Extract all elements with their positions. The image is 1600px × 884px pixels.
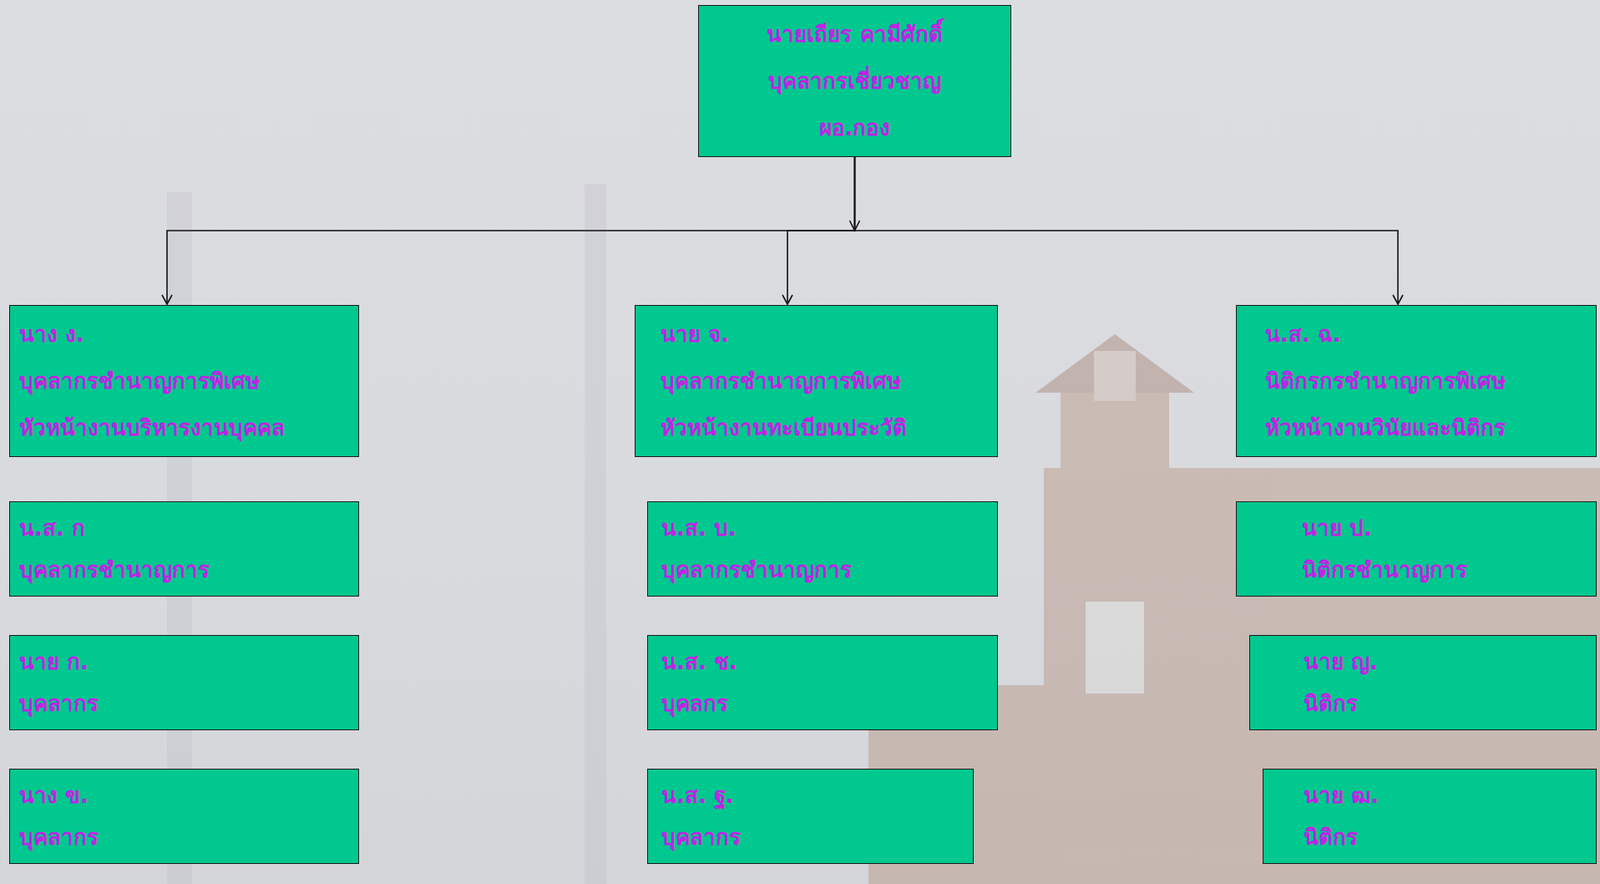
- person-name: นาง ข.: [19, 774, 89, 816]
- person-name: น.ส. ก: [19, 506, 86, 549]
- staff-box: นาง ข.บุคลากร: [9, 768, 360, 864]
- person-name: นาย ป.: [1301, 506, 1373, 549]
- position-title: นิติกร: [1303, 682, 1358, 725]
- org-connector: [855, 156, 1399, 304]
- staff-box: นาย ป.นิติกรชำนาญการ: [1235, 501, 1597, 597]
- position-title: นิติกรกรชำนาญการพิเศษ: [1265, 357, 1506, 405]
- staff-box: น.ส. ฉ.นิติกรกรชำนาญการพิเศษหัวหน้างานวิ…: [1235, 304, 1597, 457]
- position-title: บุคลากร: [661, 815, 741, 858]
- person-name: นาย ญ.: [1303, 640, 1378, 683]
- position-title: นิติกร: [1303, 815, 1358, 858]
- position-title: ผอ.กอง: [819, 104, 892, 152]
- person-name: น.ส. ฉ.: [1265, 310, 1342, 358]
- position-title: บุคลากรเชี่ยวชาญ: [768, 57, 942, 105]
- staff-box: นาย ญ.นิติกร: [1249, 634, 1597, 730]
- staff-box: น.ส. กบุคลากรชำนาญการ: [9, 501, 360, 597]
- person-name: น.ส. บ.: [661, 506, 737, 549]
- position-title: บุคลกร: [661, 682, 729, 725]
- bus-arrowhead: [850, 220, 861, 231]
- position-title: บุคลากรชำนาญการ: [19, 548, 210, 591]
- person-name: นาย ก.: [19, 640, 89, 683]
- position-title: หัวหน้างานวินัยและนิติกร: [1265, 404, 1506, 451]
- staff-box: นาย จ.บุคลากรชำนาญการพิเศษหัวหน้างานทะเบ…: [634, 304, 998, 457]
- position-title: หัวหน้างานบริหารงานบุคคล: [19, 404, 285, 451]
- person-name: นายเถียร คามีศักดิ์: [766, 10, 942, 58]
- staff-box: น.ส. ช.บุคลกร: [647, 634, 998, 730]
- person-name: น.ส. ช.: [661, 640, 738, 683]
- person-name: นาย จ.: [660, 310, 730, 358]
- staff-box: น.ส. ฐ.บุคลากร: [647, 768, 974, 864]
- person-name: นาย ฒ.: [1303, 774, 1379, 816]
- staff-box: นาย ก.บุคลากร: [9, 634, 360, 730]
- position-title: บุคลากรชำนาญการพิเศษ: [19, 357, 260, 405]
- org-connector: [787, 156, 856, 304]
- director-box: นายเถียร คามีศักดิ์บุคลากรเชี่ยวชาญผอ.กอ…: [698, 5, 1012, 157]
- staff-box: นาง ง.บุคลากรชำนาญการพิเศษหัวหน้างานบริห…: [9, 304, 360, 457]
- position-title: หัวหน้างานทะเบียนประวัติ: [660, 404, 907, 451]
- position-title: นิติกรชำนาญการ: [1301, 548, 1468, 591]
- position-title: บุคลากร: [19, 815, 99, 858]
- staff-box: นาย ฒ.นิติกร: [1262, 768, 1597, 864]
- position-title: บุคลากรชำนาญการพิเศษ: [660, 357, 902, 405]
- person-name: นาง ง.: [19, 310, 85, 358]
- person-name: น.ส. ฐ.: [661, 774, 735, 816]
- position-title: บุคลากรชำนาญการ: [661, 548, 852, 591]
- staff-box: น.ส. บ.บุคลากรชำนาญการ: [647, 501, 998, 597]
- org-connector: [167, 156, 856, 304]
- position-title: บุคลากร: [19, 682, 99, 725]
